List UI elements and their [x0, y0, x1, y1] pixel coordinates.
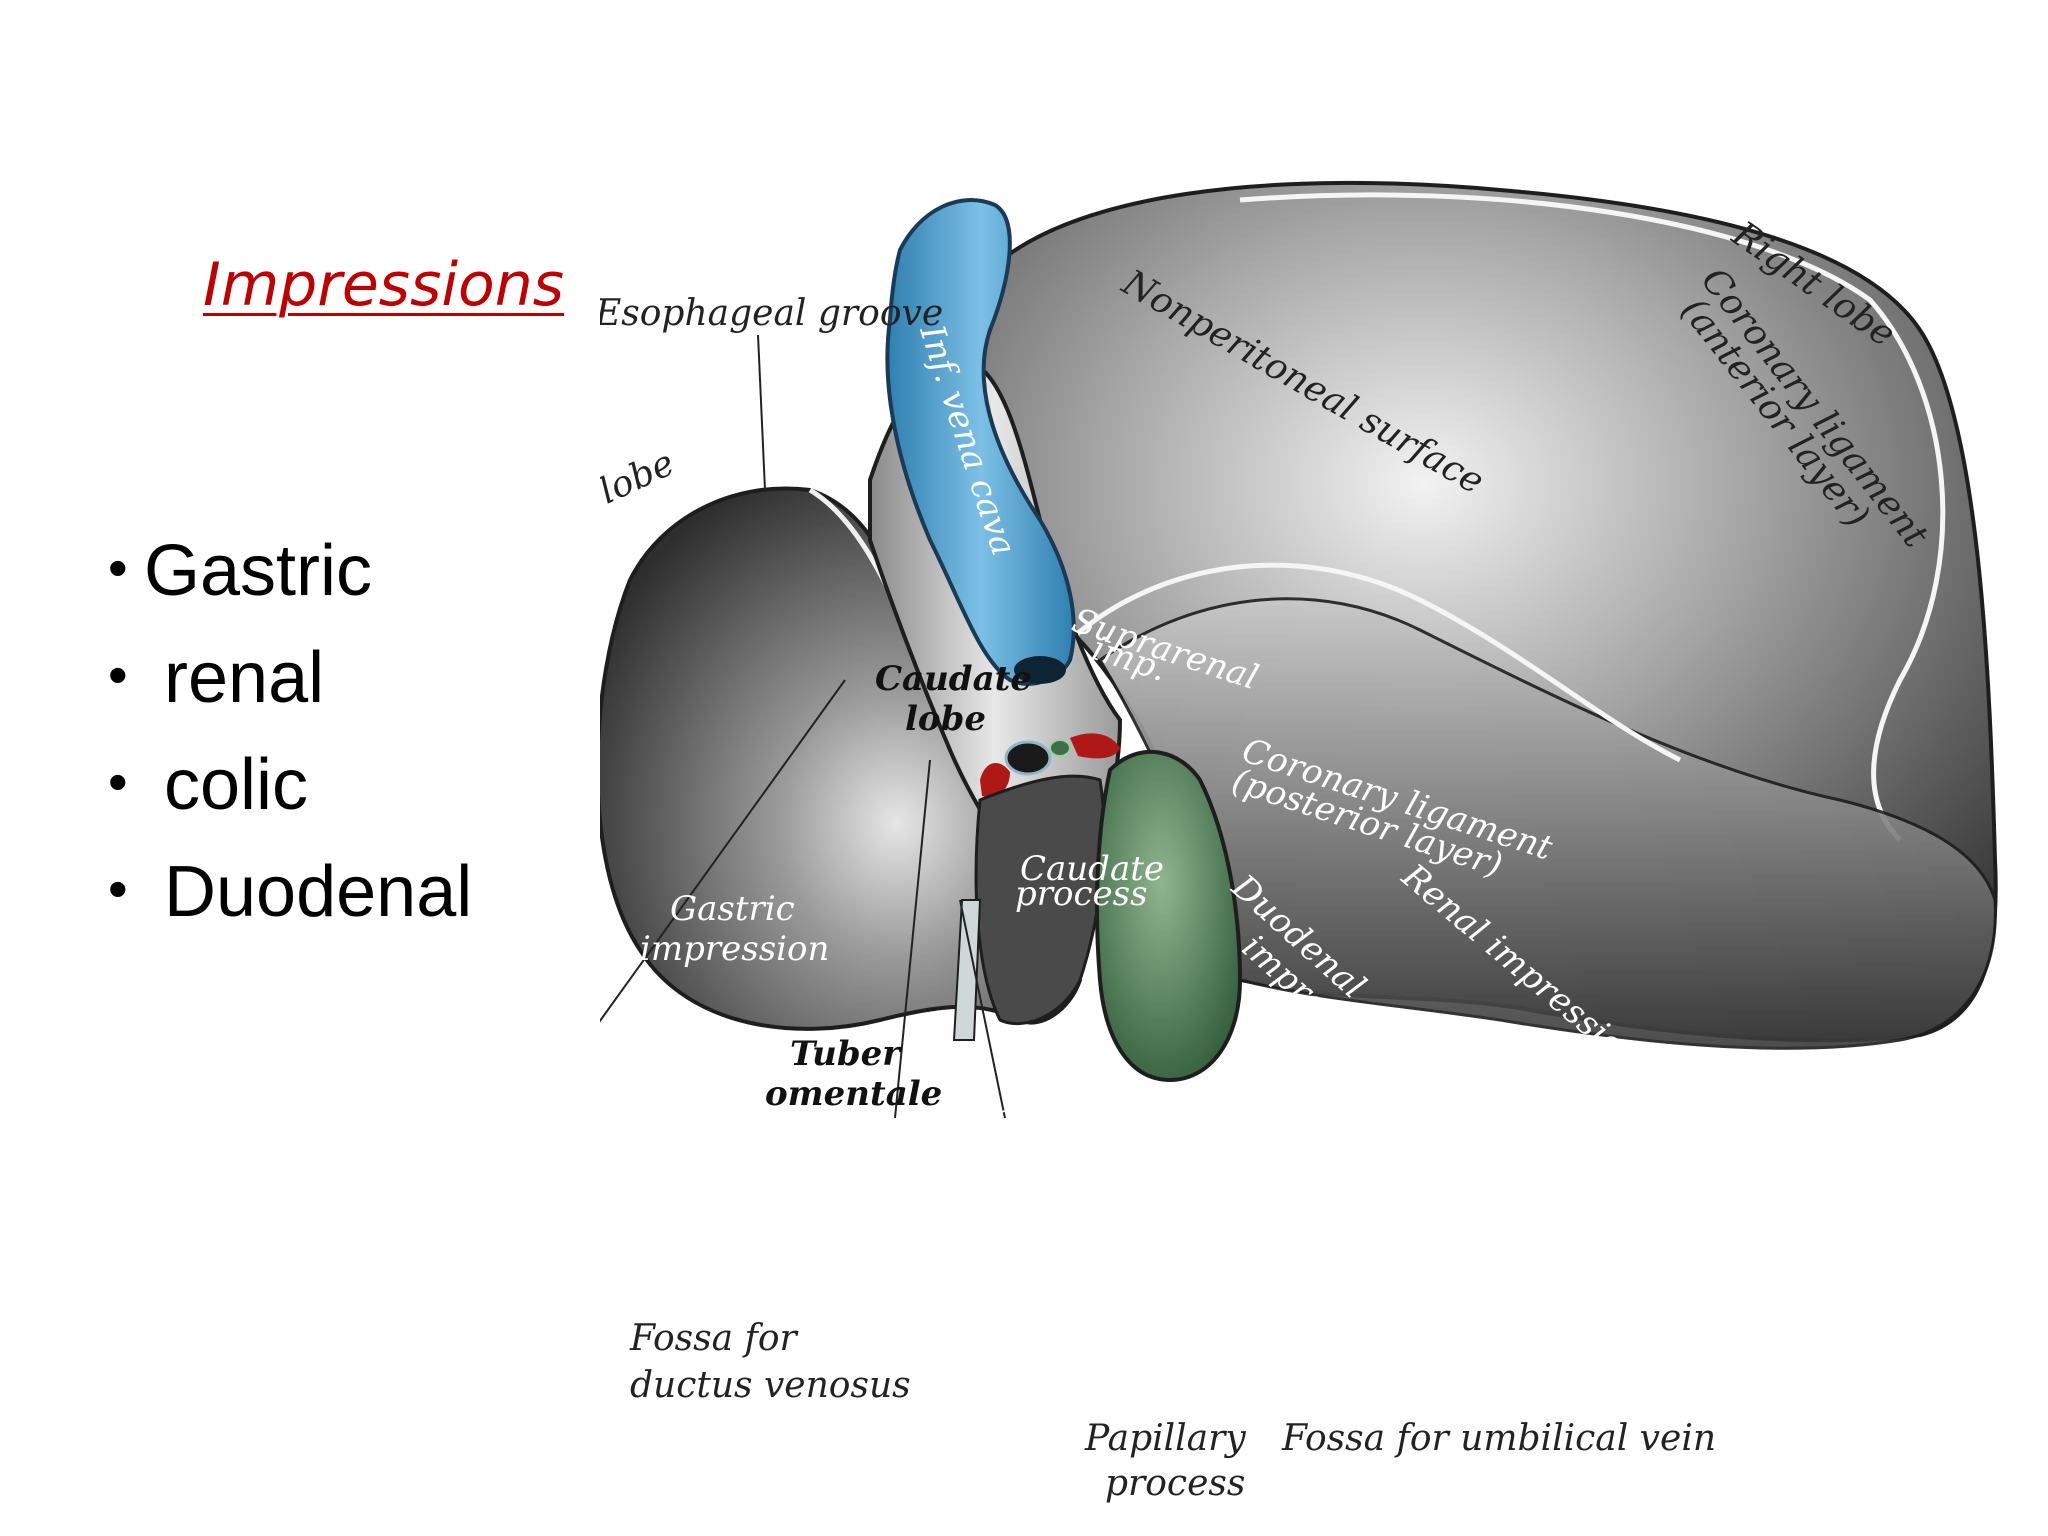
coronary-ligament-anterior-line — [1239, 192, 1946, 842]
leader-fossa-ductus — [600, 679, 846, 1023]
label-quadrate-lobe-1: Quadrate — [990, 1104, 1152, 1144]
quadrate-lobe-shape — [974, 774, 1106, 1026]
coronary-ligament-posterior-line — [1068, 562, 1682, 763]
label-esophageal-groove: Esophageal groove — [600, 293, 943, 334]
bullet-item: • colic — [108, 730, 472, 837]
portal-vessel-small — [1049, 739, 1071, 757]
label-caudate-lobe-1: Caudate — [875, 659, 1032, 699]
renal-colic-region — [1097, 597, 1997, 1050]
bullet-dot: • — [108, 536, 128, 599]
label-tuber-omentale-2: omentale — [765, 1074, 942, 1114]
leader-umbilical — [959, 899, 1006, 1119]
label-gall-bladder-2: bladder — [1120, 1179, 1255, 1219]
hepatic-artery-red — [1070, 733, 1120, 759]
bullet-text: renal — [164, 638, 325, 718]
liver-svg: Esophageal groove Right lobe Coronary li… — [600, 180, 1998, 1504]
vena-cava-opening — [1014, 656, 1066, 684]
bullet-dot: • — [108, 643, 128, 706]
label-tuber-omentale-1: Tuber — [790, 1034, 902, 1074]
bullet-text: Duodenal — [164, 852, 473, 932]
label-papillary-2: process — [1105, 1463, 1245, 1504]
label-quadrate-lobe-2: lobe — [1010, 1139, 1083, 1179]
bullet-dot: • — [108, 750, 128, 813]
label-fossa-ductus-2: ductus venosus — [630, 1365, 911, 1406]
label-gastric-impression-1: Gastric — [670, 889, 795, 929]
portal-vessel — [1004, 740, 1052, 776]
bullet-text: Gastric — [144, 531, 373, 611]
impressions-list: • Gastric • renal • colic • Duodenal — [108, 516, 472, 944]
slide-title: Impressions — [203, 250, 564, 320]
inferior-vena-cava-shape — [885, 198, 1076, 686]
leader-esophageal — [757, 334, 766, 491]
label-caudate-process-2: process — [1015, 874, 1148, 914]
label-papillary-1: Papillary — [1084, 1418, 1246, 1459]
gall-bladder-shape — [1095, 750, 1243, 1083]
label-caudate-lobe-2: lobe — [905, 699, 986, 739]
label-fossa-umbilical: Fossa for umbilical vein — [1281, 1418, 1716, 1459]
bullet-item: • renal — [108, 623, 472, 730]
leader-papillary — [894, 759, 931, 1119]
bullet-dot: • — [108, 857, 128, 920]
label-fossa-ductus-1: Fossa for — [629, 1318, 799, 1359]
label-gall-bladder-1: Gall — [1140, 1144, 1209, 1184]
bullet-item: • Duodenal — [108, 837, 472, 944]
label-caudate-process-1: Caudate — [1020, 849, 1164, 889]
bullet-item: • Gastric — [108, 516, 472, 623]
label-colic-2: impression — [1720, 1199, 1909, 1239]
bullet-text: colic — [164, 745, 309, 825]
label-gastric-impression-2: impression — [640, 929, 829, 969]
umbilical-fossa — [952, 899, 982, 1041]
umbilical-red-vessel — [980, 762, 1010, 797]
label-colic-1: Colic — [1760, 1164, 1847, 1204]
liver-illustration: Esophageal groove Right lobe Coronary li… — [600, 160, 2048, 1536]
